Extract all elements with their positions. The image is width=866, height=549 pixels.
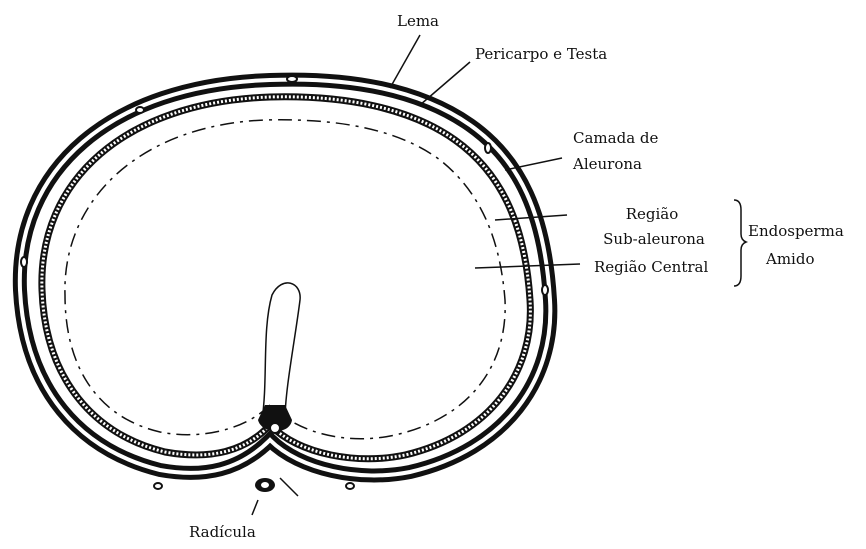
label-pericarpo: Pericarpo e Testa — [475, 44, 607, 64]
label-regiao-line1: Região — [602, 204, 702, 224]
label-amido: Amido — [766, 249, 815, 269]
endosperma-bracket — [734, 200, 746, 286]
label-camada-line2: Aleurona — [573, 154, 642, 174]
label-regiao-central: Região Central — [594, 257, 708, 277]
vascular-bundle — [270, 423, 280, 433]
lema-leader — [390, 35, 420, 88]
label-camada-line1: Camada de — [573, 128, 658, 148]
radicle-core — [261, 482, 269, 488]
label-endosperma: Endosperma — [748, 221, 844, 241]
label-radicula: Radícula — [189, 522, 256, 542]
radicle-line — [280, 478, 298, 496]
radicle-pointer — [252, 500, 258, 515]
pericarpo-leader — [420, 62, 470, 105]
label-regiao-line2: Sub-aleurona — [592, 229, 716, 249]
label-lema: Lema — [397, 11, 439, 31]
